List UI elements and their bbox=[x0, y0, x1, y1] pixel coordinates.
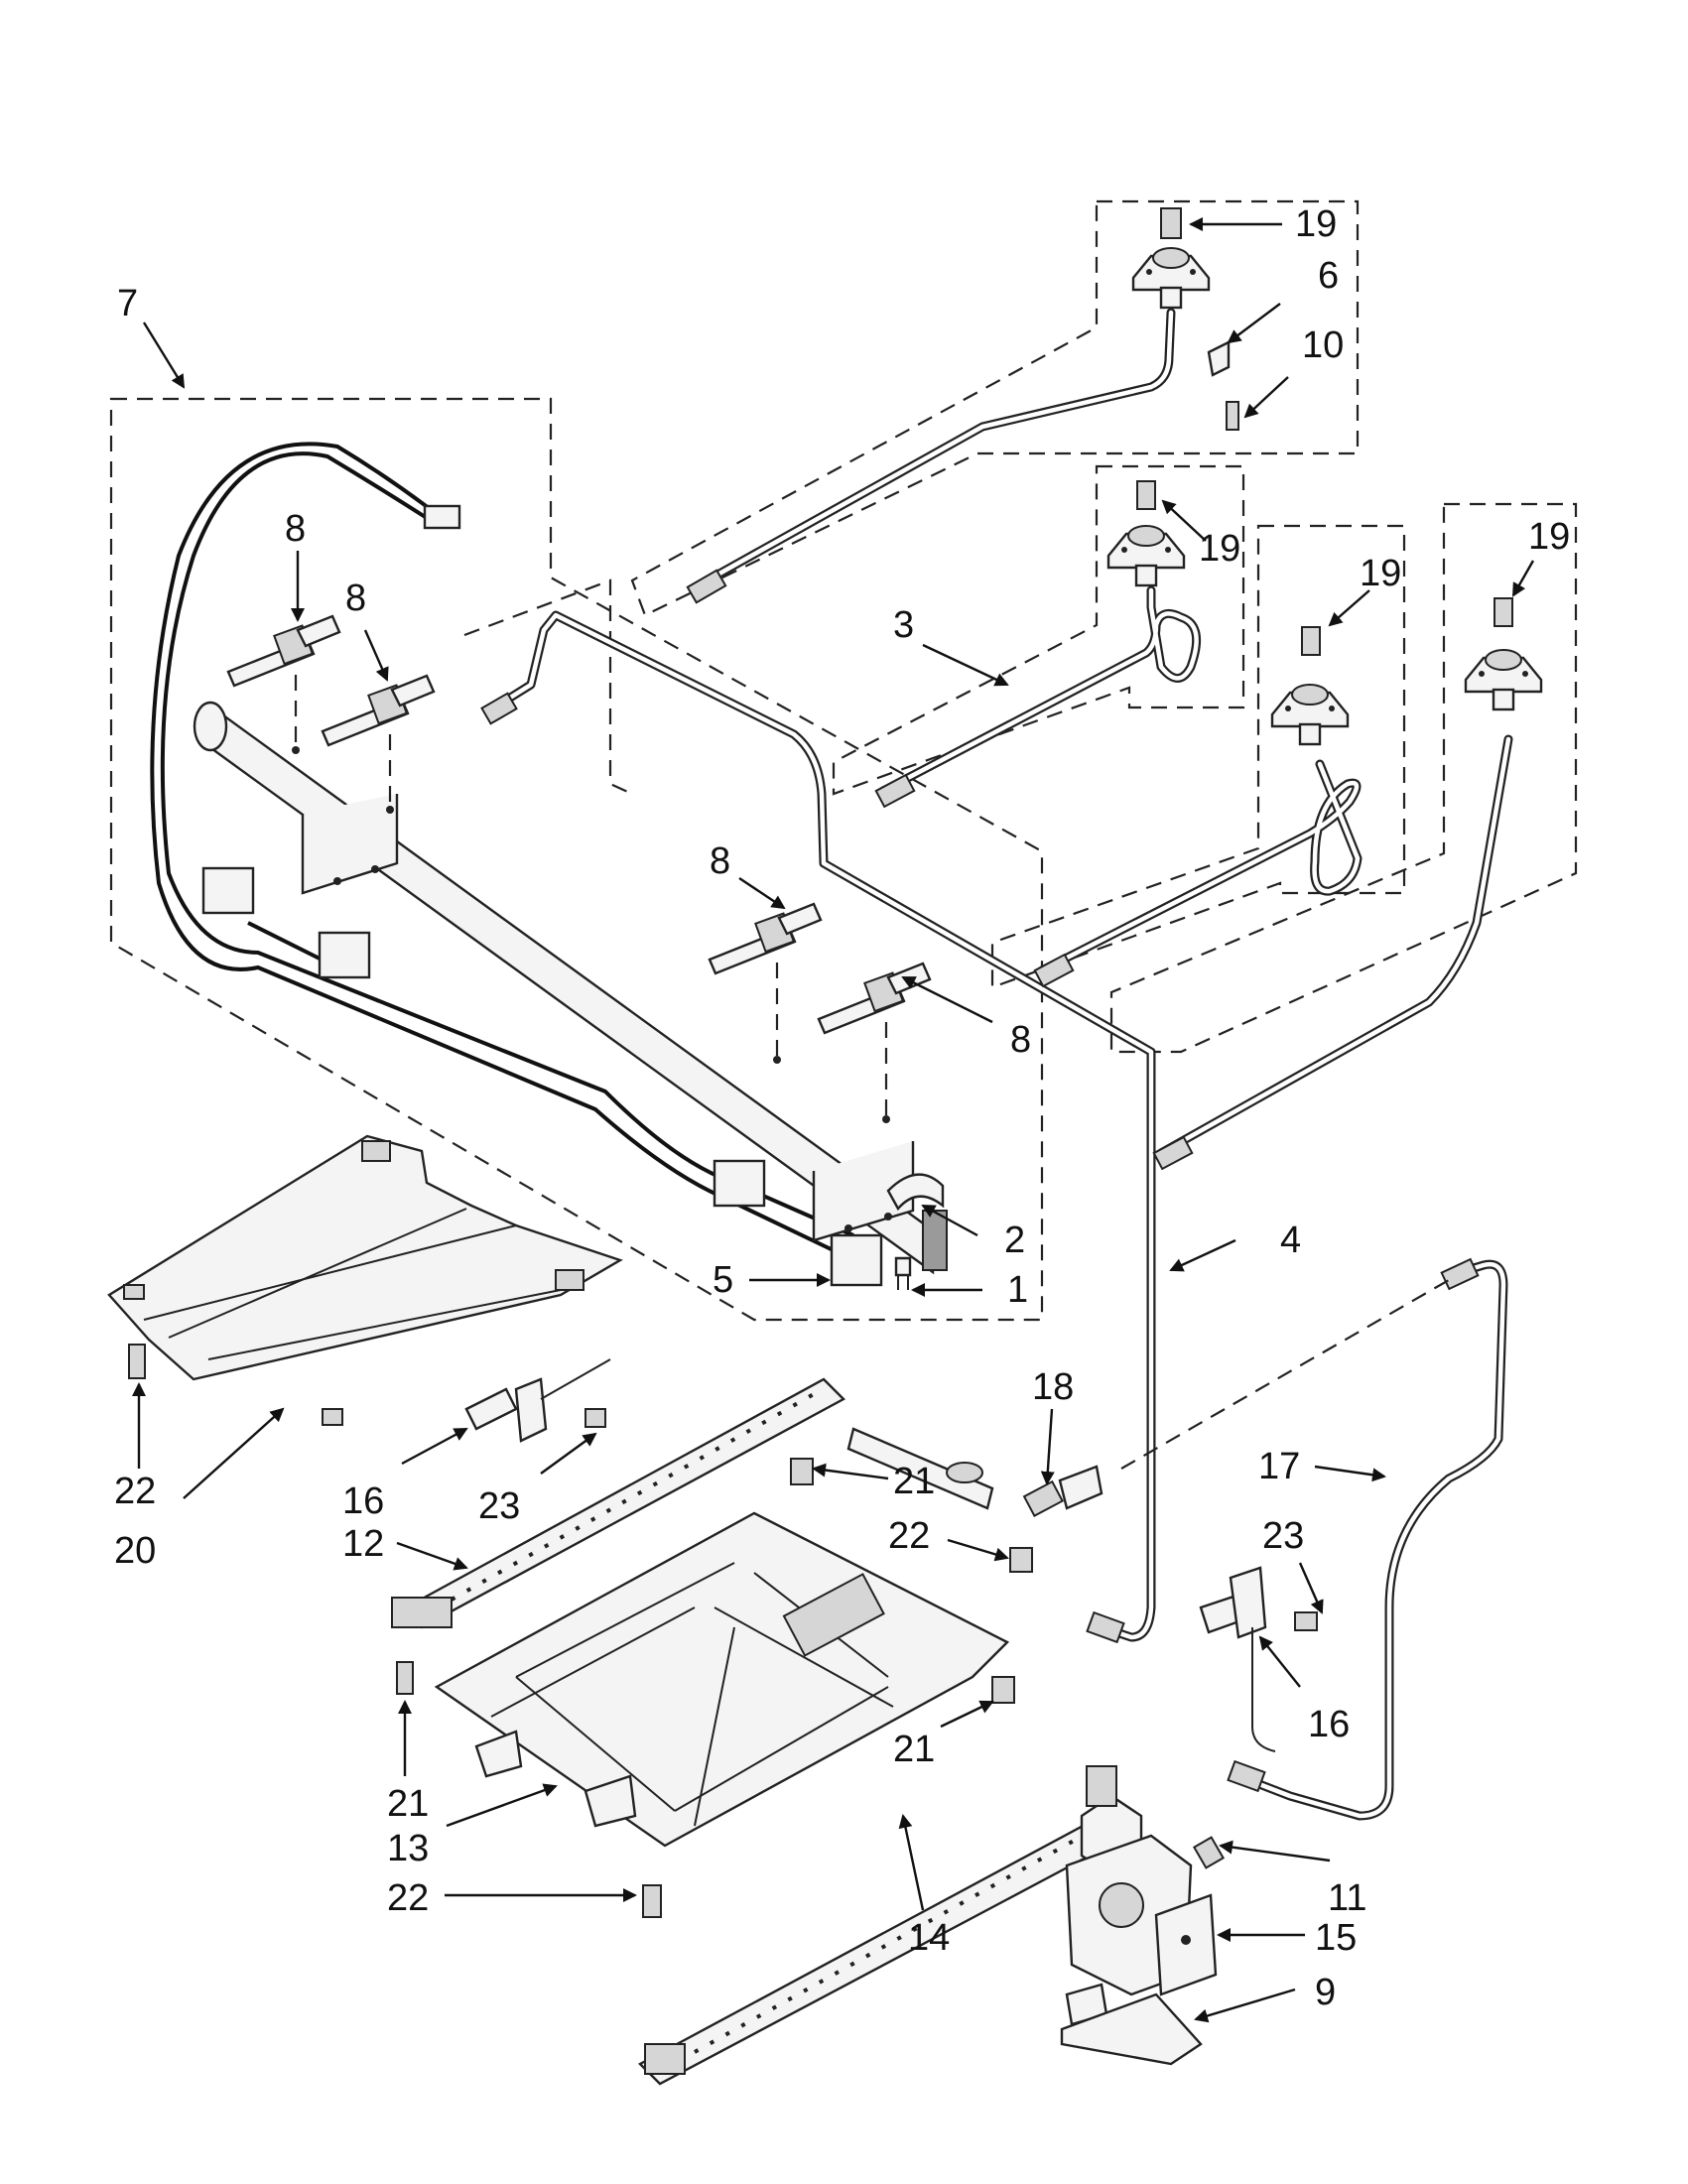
callout-8: 8 bbox=[1010, 1019, 1031, 1061]
callout-1: 1 bbox=[1007, 1269, 1028, 1311]
callout-19: 19 bbox=[1360, 553, 1401, 594]
screw bbox=[1226, 401, 1239, 431]
wiring-harness bbox=[150, 442, 854, 1257]
callout-8: 8 bbox=[710, 840, 730, 882]
callout-10: 10 bbox=[1302, 324, 1344, 366]
callout-15: 15 bbox=[1315, 1917, 1357, 1959]
burner-valves bbox=[226, 614, 932, 1123]
callout-19: 19 bbox=[1295, 203, 1337, 245]
ignition-block bbox=[830, 1233, 883, 1287]
callout-7: 7 bbox=[117, 283, 138, 324]
callout-16: 16 bbox=[342, 1480, 384, 1522]
callout-4: 4 bbox=[1280, 1220, 1301, 1261]
callout-8: 8 bbox=[285, 508, 306, 550]
screw bbox=[396, 1661, 414, 1695]
callout-21: 21 bbox=[387, 1783, 429, 1825]
orifice bbox=[1160, 207, 1182, 239]
callout-13: 13 bbox=[387, 1828, 429, 1869]
ignition-block bbox=[318, 931, 371, 979]
callout-12: 12 bbox=[342, 1523, 384, 1565]
screw bbox=[1294, 1611, 1318, 1631]
mounting-bracket bbox=[1060, 1992, 1203, 2066]
callout-22: 22 bbox=[387, 1877, 429, 1919]
clamp-and-screw bbox=[886, 1173, 945, 1290]
callout-23: 23 bbox=[478, 1485, 520, 1527]
callout-14: 14 bbox=[908, 1917, 950, 1959]
callout-22: 22 bbox=[888, 1515, 930, 1557]
callout-17: 17 bbox=[1258, 1446, 1300, 1487]
ignition-block bbox=[713, 1159, 766, 1208]
orifice-hood bbox=[1022, 1479, 1064, 1517]
callout-11: 11 bbox=[1328, 1877, 1366, 1919]
callout-5: 5 bbox=[713, 1259, 733, 1301]
orifice bbox=[1493, 597, 1513, 627]
callout-21: 21 bbox=[893, 1729, 935, 1770]
burner-base bbox=[434, 1511, 1010, 1848]
oven-valve bbox=[1060, 1765, 1226, 2066]
callout-8: 8 bbox=[345, 578, 366, 619]
callout-6: 6 bbox=[1318, 255, 1339, 297]
burner-valve-heads bbox=[1106, 207, 1543, 746]
callout-22: 22 bbox=[114, 1471, 156, 1512]
assembly-outlines bbox=[109, 199, 1578, 1322]
mixer-assembly bbox=[846, 1279, 1450, 1517]
screws bbox=[396, 1458, 1033, 1918]
screw bbox=[991, 1676, 1015, 1704]
callout-3: 3 bbox=[893, 604, 914, 646]
callout-21: 21 bbox=[893, 1461, 935, 1502]
orifice bbox=[1136, 480, 1156, 510]
callout-labels: 19 6 10 19 19 19 7 8 8 8 8 3 4 2 1 5 18 … bbox=[114, 203, 1570, 2013]
gas-tubes bbox=[480, 308, 1513, 1821]
burner-tubes bbox=[391, 1377, 1125, 2086]
manifold-assembly bbox=[193, 701, 948, 1287]
screw bbox=[790, 1458, 814, 1485]
callout-19: 19 bbox=[1528, 516, 1570, 558]
spark-clip bbox=[1207, 340, 1231, 377]
wire-connector bbox=[423, 504, 461, 530]
igniters bbox=[464, 1358, 1318, 1752]
ignition-block bbox=[201, 866, 255, 915]
callout-2: 2 bbox=[1004, 1220, 1025, 1261]
shield-panel bbox=[107, 1134, 623, 1426]
orifice bbox=[1301, 626, 1321, 656]
callout-20: 20 bbox=[114, 1530, 156, 1572]
callout-23: 23 bbox=[1262, 1515, 1304, 1557]
leader-arrows bbox=[132, 217, 1535, 2023]
screw bbox=[642, 1884, 662, 1918]
callout-16: 16 bbox=[1308, 1704, 1350, 1745]
callout-9: 9 bbox=[1315, 1972, 1336, 2013]
screw bbox=[584, 1408, 606, 1428]
callout-19: 19 bbox=[1199, 528, 1240, 570]
screw bbox=[1009, 1547, 1033, 1573]
callout-18: 18 bbox=[1032, 1366, 1074, 1408]
screw bbox=[1192, 1836, 1226, 1869]
